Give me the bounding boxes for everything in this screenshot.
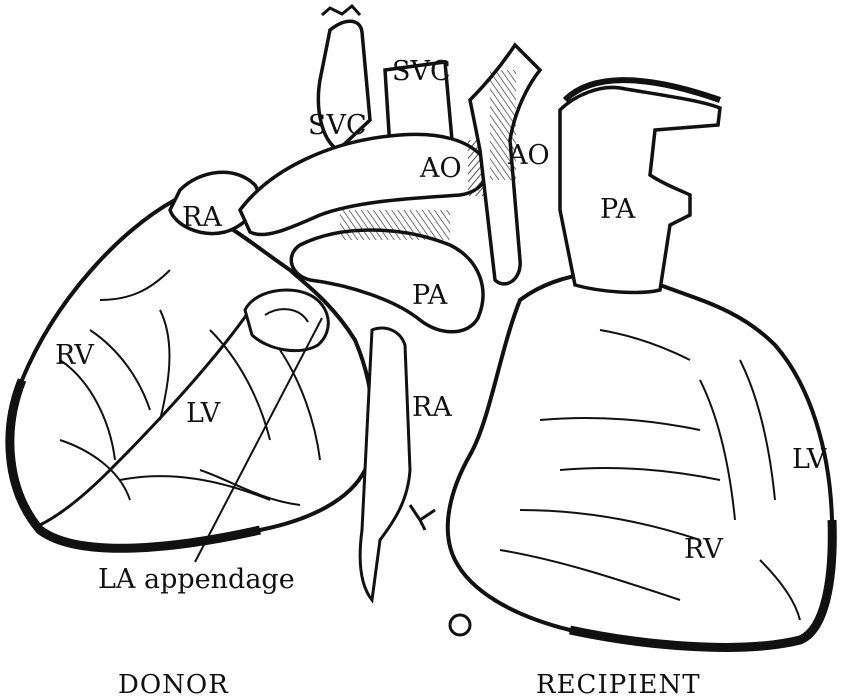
- donor-la-appendage: [243, 288, 330, 353]
- label-donor-rv: RV: [55, 340, 94, 371]
- label-donor-pa: PA: [412, 280, 448, 311]
- donor-heart: [5, 3, 492, 563]
- label-recipient-ao: AO: [508, 140, 550, 171]
- donor-interventricular-groove: [39, 309, 252, 527]
- label-recipient-pa: PA: [600, 194, 636, 225]
- label-donor-svc-upper: SVC: [392, 56, 451, 87]
- label-donor-ra: RA: [182, 202, 222, 233]
- recipient-right-atrium: [358, 326, 412, 604]
- label-donor-svc-lower: SVC: [308, 110, 367, 141]
- caption-donor: DONOR: [118, 670, 229, 700]
- recipient-heart: [358, 42, 837, 652]
- recipient-pulmonary-artery: [558, 85, 722, 295]
- label-la-appendage: LA appendage: [98, 564, 295, 595]
- label-recipient-lv: LV: [792, 444, 827, 475]
- label-donor-ao: AO: [420, 153, 462, 184]
- label-recipient-ra: RA: [412, 392, 452, 423]
- label-donor-lv: LV: [186, 398, 221, 429]
- caption-recipient: RECIPIENT: [536, 670, 701, 700]
- recipient-ventricles: [445, 271, 835, 650]
- label-recipient-rv: RV: [684, 534, 723, 565]
- la-appendage-pointer: [194, 317, 323, 563]
